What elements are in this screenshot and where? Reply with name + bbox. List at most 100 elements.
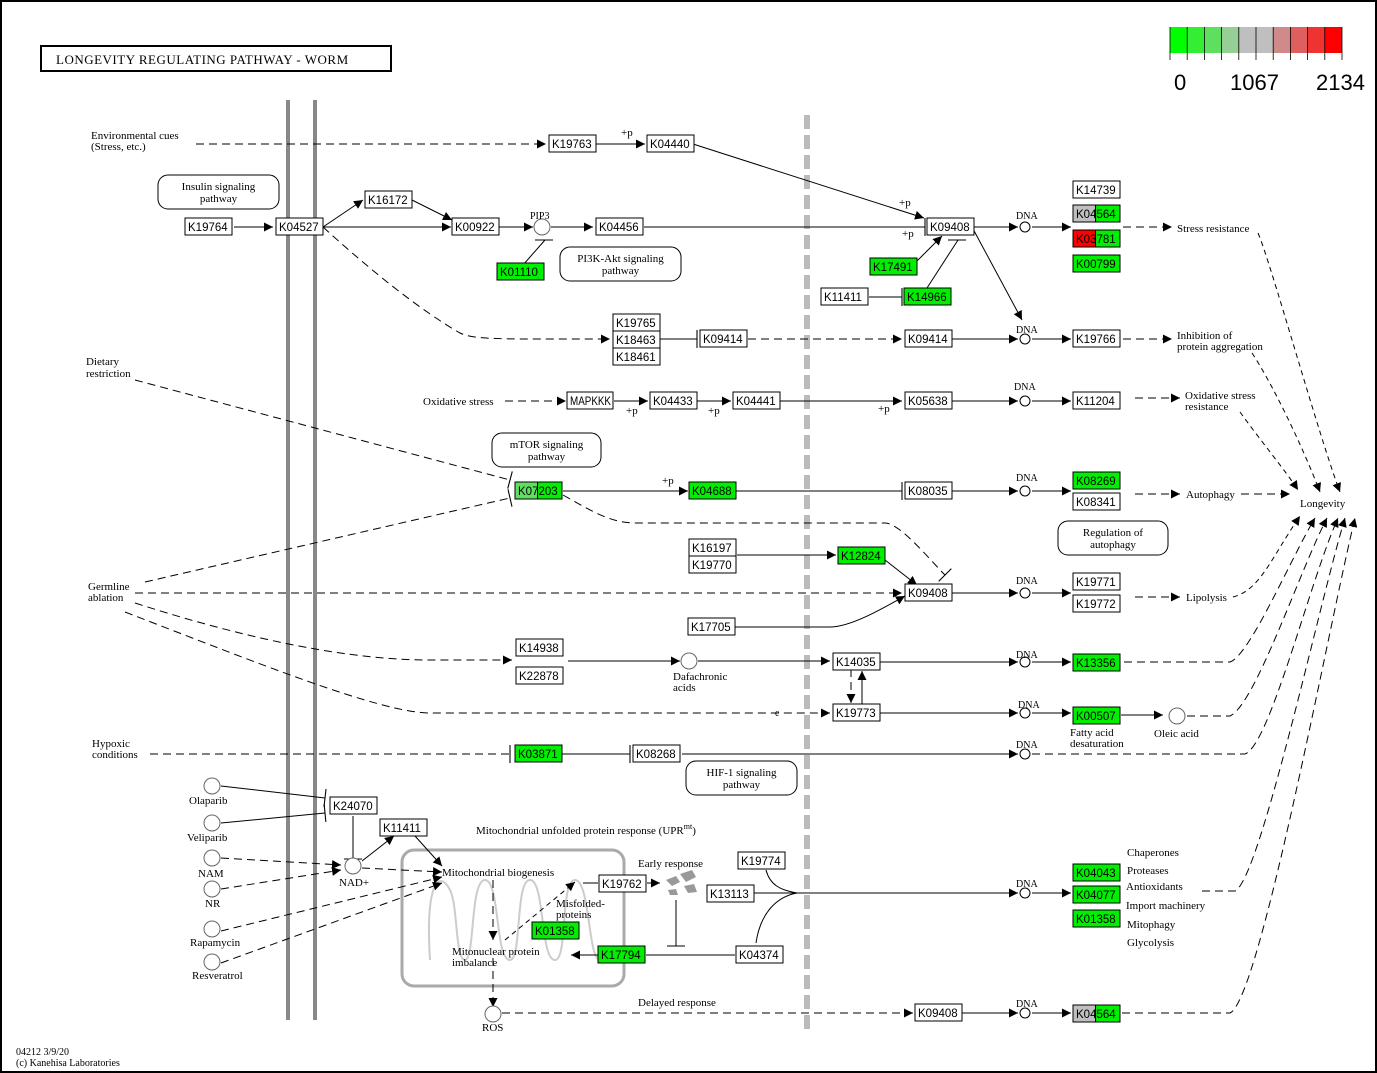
gene-node-k04564[interactable]: K04564 [1072, 1004, 1121, 1023]
label-antioxidants: Antioxidants [1126, 881, 1183, 893]
gene-node-k09408[interactable]: K09408 [926, 217, 975, 236]
gene-node-k04527[interactable]: K04527 [275, 217, 324, 236]
compound-nad[interactable] [344, 857, 362, 875]
gene-node-k08341[interactable]: K08341 [1072, 492, 1121, 511]
compound-resveratrol[interactable] [203, 953, 221, 971]
gene-node-label: K11204 [1076, 396, 1115, 408]
gene-node-label: K22878 [519, 671, 559, 683]
gene-node-k17705[interactable]: K17705 [687, 617, 736, 636]
compound-rapamycin[interactable] [203, 920, 221, 938]
gene-node-k19770[interactable]: K19770 [688, 555, 737, 574]
gene-node-k16172[interactable]: K16172 [364, 190, 413, 209]
gene-node-k12824[interactable]: K12824 [837, 546, 886, 565]
gene-node-k19763[interactable]: K19763 [548, 134, 597, 153]
gene-node-k17491[interactable]: K17491 [869, 257, 918, 276]
compound-nam[interactable] [203, 849, 221, 867]
gene-node-k03781[interactable]: K03781 [1072, 229, 1121, 248]
legend-swatch [1273, 27, 1291, 53]
gene-node-k04440[interactable]: K04440 [646, 134, 695, 153]
compound-ros[interactable] [484, 1005, 502, 1023]
gene-node-mapkkk[interactable]: MAPKKK [566, 391, 614, 410]
gene-node-k04456[interactable]: K04456 [595, 217, 644, 236]
label-misfolded-2: proteins [556, 909, 591, 921]
gene-node-label: K17794 [601, 950, 641, 962]
gene-node-k19772[interactable]: K19772 [1072, 594, 1121, 613]
legend-swatch [1187, 27, 1205, 53]
gene-node-k16197[interactable]: K16197 [688, 538, 737, 557]
label-delayed-response: Delayed response [638, 997, 716, 1009]
gene-node-k14739[interactable]: K14739 [1072, 180, 1121, 199]
gene-node-k04374[interactable]: K04374 [735, 945, 784, 964]
gene-node-k09408[interactable]: K09408 [904, 583, 953, 602]
page-title: LONGEVITY REGULATING PATHWAY - WORM [56, 52, 349, 67]
text-labels: Environmental cues (Stress, etc.) Dietar… [86, 127, 1346, 1034]
gene-node-k11411[interactable]: K11411 [379, 818, 428, 837]
gene-node-k04441[interactable]: K04441 [732, 391, 781, 410]
gene-node-k19762[interactable]: K19762 [598, 874, 647, 893]
gene-node-k19774[interactable]: K19774 [737, 851, 786, 870]
gene-node-k19765[interactable]: K19765 [612, 313, 661, 332]
gene-node-k01110[interactable]: K01110 [496, 262, 545, 281]
label-veliparib: Veliparib [187, 832, 228, 844]
gene-node-k11411[interactable]: K11411 [820, 287, 869, 306]
gene-node-label: K04527 [279, 222, 319, 234]
gene-node-label: K04043 [1076, 868, 1116, 880]
label-oxidative-resistance: Oxidative stress [1185, 390, 1256, 402]
gene-node-k08269[interactable]: K08269 [1072, 471, 1121, 490]
label-pip3: PIP3 [530, 211, 549, 222]
gene-node-k14966[interactable]: K14966 [903, 287, 952, 306]
gene-node-k13113[interactable]: K13113 [706, 884, 755, 903]
gene-node-k00799[interactable]: K00799 [1072, 254, 1121, 273]
gene-node-k04433[interactable]: K04433 [649, 391, 698, 410]
gene-node-k13356[interactable]: K13356 [1072, 653, 1121, 672]
gene-node-k09414[interactable]: K09414 [904, 329, 953, 348]
gene-node-k09408[interactable]: K09408 [914, 1003, 963, 1022]
compound-nr[interactable] [203, 880, 221, 898]
label-uprmt: Mitochondrial unfolded protein response … [476, 822, 696, 837]
gene-node-label: K19770 [692, 560, 732, 572]
legend-label-mid: 1067 [1230, 70, 1279, 95]
gene-node-k19773[interactable]: K19773 [832, 703, 881, 722]
compound-dafachronic-acids[interactable] [680, 652, 698, 670]
label-dna: DNA [1014, 382, 1036, 393]
gene-node-k24070[interactable]: K24070 [329, 796, 378, 815]
label-oxidative-resistance-2: resistance [1185, 401, 1228, 413]
gene-node-label: K19762 [602, 879, 642, 891]
gene-node-k19764[interactable]: K19764 [184, 217, 233, 236]
compound-pip3[interactable] [533, 218, 551, 236]
gene-node-k00922[interactable]: K00922 [451, 217, 500, 236]
compound-veliparib[interactable] [203, 814, 221, 832]
gene-node-k22878[interactable]: K22878 [515, 666, 564, 685]
color-legend [1169, 27, 1343, 60]
gene-node-k19771[interactable]: K19771 [1072, 572, 1121, 591]
gene-node-k11204[interactable]: K11204 [1072, 391, 1121, 410]
gene-node-k18463[interactable]: K18463 [612, 330, 661, 349]
gene-node-k04077[interactable]: K04077 [1072, 885, 1121, 904]
gene-node-k08268[interactable]: K08268 [632, 744, 681, 763]
gene-node-k19766[interactable]: K19766 [1072, 329, 1121, 348]
gene-node-k01358[interactable]: K01358 [531, 921, 580, 940]
gene-node-k14035[interactable]: K14035 [832, 652, 881, 671]
gene-node-k03871[interactable]: K03871 [514, 744, 563, 763]
gene-node-k04564[interactable]: K04564 [1072, 204, 1121, 223]
gene-node-k04043[interactable]: K04043 [1072, 863, 1121, 882]
gene-node-k05638[interactable]: K05638 [904, 391, 953, 410]
compound-olaparib[interactable] [203, 777, 221, 795]
gene-node-k00507[interactable]: K00507 [1072, 706, 1121, 725]
gene-node-k09414[interactable]: K09414 [699, 329, 748, 348]
gene-node-k08035[interactable]: K08035 [904, 481, 953, 500]
pathway-map-label: Insulin signaling [182, 181, 256, 193]
gene-node-k17794[interactable]: K17794 [597, 945, 646, 964]
gene-node-k01358[interactable]: K01358 [1072, 909, 1121, 928]
gene-node-k14938[interactable]: K14938 [515, 638, 564, 657]
gene-node-label: K19764 [188, 222, 228, 234]
gene-node-k18461[interactable]: K18461 [612, 347, 661, 366]
compound-oleic-acid[interactable] [1168, 707, 1186, 725]
gene-node-k04688[interactable]: K04688 [688, 481, 737, 500]
gene-node-k07203[interactable]: K07203 [514, 481, 563, 500]
